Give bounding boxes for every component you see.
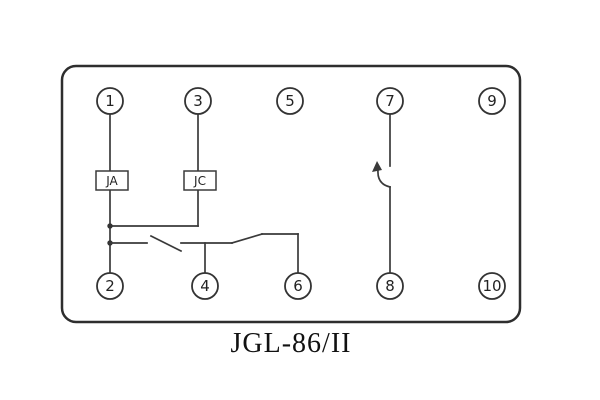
terminal-5-label: 5 (285, 92, 295, 110)
terminal-5-circle (276, 87, 304, 115)
terminal-10: 10 (478, 272, 506, 300)
terminal-3: 3 (184, 87, 212, 115)
terminal-4-label: 4 (200, 277, 210, 295)
terminal-6: 6 (284, 272, 312, 300)
junction-dot-upper (107, 223, 113, 229)
coil-ja-label: JA (105, 174, 118, 188)
diagram-title: JGL-86/II (230, 328, 352, 359)
contact-blade-2 (230, 232, 264, 245)
terminal-5: 5 (276, 87, 304, 115)
terminal-3-circle (184, 87, 212, 115)
terminal-1-circle (96, 87, 124, 115)
terminal-6-label: 6 (293, 277, 303, 295)
schematic-canvas: JA JC 1 3 5 7 9 2 (60, 64, 522, 324)
terminal-4-circle (191, 272, 219, 300)
terminal-1: 1 (96, 87, 124, 115)
terminal-2-label: 2 (105, 277, 115, 295)
coil-jc-box (183, 170, 217, 191)
terminal-2: 2 (96, 272, 124, 300)
terminal-2-circle (96, 272, 124, 300)
terminal-10-circle (478, 272, 506, 300)
terminal-10-label: 10 (482, 277, 501, 295)
terminal-7: 7 (376, 87, 404, 115)
contact-arrowhead-icon (372, 161, 382, 172)
terminal-9: 9 (478, 87, 506, 115)
coil-ja: JA (95, 170, 129, 191)
contact-blade-7-8 (377, 169, 392, 189)
terminal-8-label: 8 (385, 277, 395, 295)
coil-jc-label: JC (193, 174, 206, 188)
terminal-3-label: 3 (193, 92, 203, 110)
terminal-9-circle (478, 87, 506, 115)
terminal-7-circle (376, 87, 404, 115)
relay-case-outline (60, 64, 522, 324)
terminal-9-label: 9 (487, 92, 497, 110)
terminal-8: 8 (376, 272, 404, 300)
terminal-7-label: 7 (385, 92, 395, 110)
terminal-6-circle (284, 272, 312, 300)
terminal-1-label: 1 (105, 92, 115, 110)
coil-jc: JC (183, 170, 217, 191)
contact-blade-1 (149, 234, 183, 253)
terminal-8-circle (376, 272, 404, 300)
terminal-4: 4 (191, 272, 219, 300)
coil-ja-box (95, 170, 129, 191)
